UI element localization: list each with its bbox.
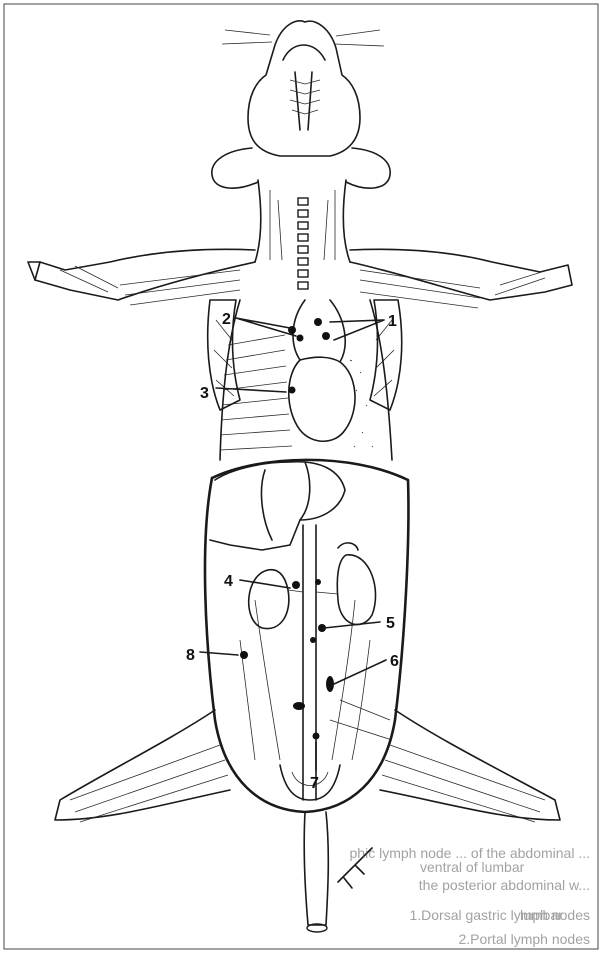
caption-line-3: 1.Dorsal gastric lymph nodes xyxy=(409,907,590,923)
caption-mirror-1: ventral of lumbar xyxy=(420,859,525,875)
page-border xyxy=(4,4,598,949)
label-2: 2 xyxy=(222,311,231,328)
label-3: 3 xyxy=(200,385,209,402)
caption-line-4: 2.Portal lymph nodes xyxy=(458,931,590,947)
label-4: 4 xyxy=(224,573,233,590)
label-6: 6 xyxy=(390,653,399,670)
caption-line-2: the posterior abdominal w... xyxy=(419,877,590,893)
caption-mirror-2: lumbar xyxy=(520,907,563,923)
label-8: 8 xyxy=(186,647,195,664)
label-1: 1 xyxy=(388,313,397,330)
label-5: 5 xyxy=(386,615,395,632)
label-7: 7 xyxy=(310,775,319,792)
